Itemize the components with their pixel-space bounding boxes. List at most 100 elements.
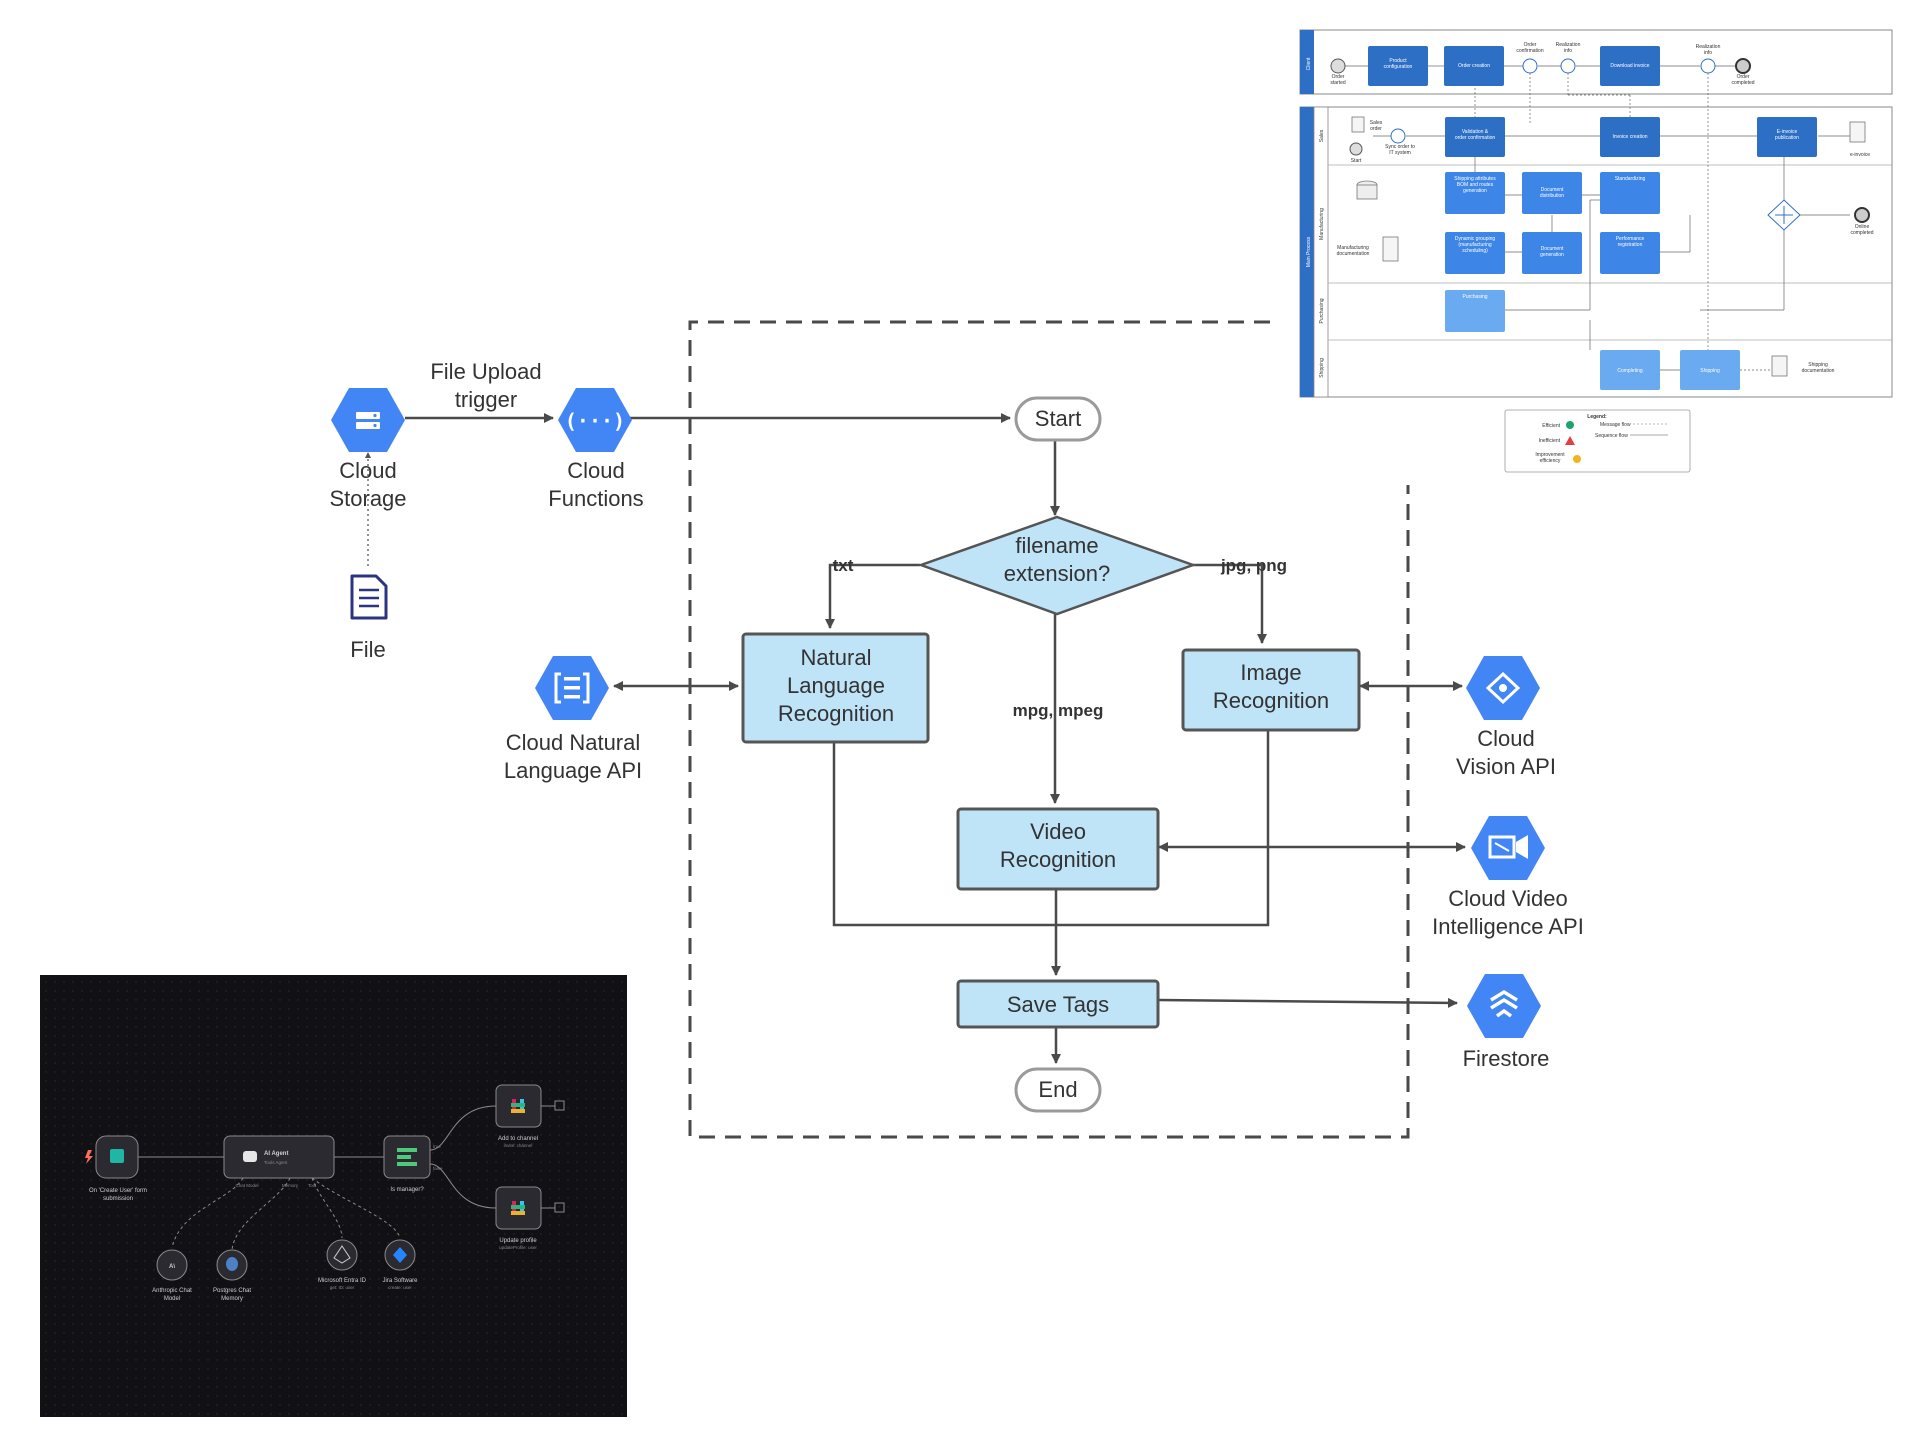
svg-text:Inefficient: Inefficient bbox=[1539, 438, 1561, 444]
firestore-label: Firestore bbox=[1463, 1046, 1550, 1071]
save-tags-label: Save Tags bbox=[1007, 992, 1109, 1017]
n8n-entra-label: Microsoft Entra ID bbox=[318, 1278, 367, 1284]
n8n-jira-label: Jira Software bbox=[382, 1278, 418, 1284]
video-intelligence-api-icon[interactable] bbox=[1471, 816, 1545, 880]
n8n-update-profile-node[interactable]: Update profile updateProfile: user bbox=[495, 1186, 565, 1250]
n8n-add-channel-label: Add to channel bbox=[498, 1136, 538, 1142]
save-tags-process[interactable]: Save Tags bbox=[956, 979, 1160, 1029]
n8n-ai-agent-node[interactable]: AI Agent Tools Agent Chat Model Memory T… bbox=[223, 1135, 335, 1188]
natural-language-api-icon[interactable] bbox=[535, 656, 609, 720]
bpmn-legend: Legend: Efficient Inefficient Improvemen… bbox=[1504, 409, 1691, 473]
branch-txt-label: txt bbox=[833, 556, 854, 575]
bpmn-doc-einvoice: e-invoice bbox=[1850, 152, 1870, 158]
bpmn-task-order-creation: Order creation bbox=[1458, 63, 1490, 69]
svg-text:A\: A\ bbox=[169, 1264, 175, 1270]
n8n-add-channel-node[interactable]: Add to channel invite: channel bbox=[495, 1084, 565, 1148]
nlr-to-save-connector bbox=[832, 742, 1056, 927]
branch-img-label: jpg, png bbox=[1220, 556, 1287, 575]
branch-video-label: mpg, mpeg bbox=[1013, 701, 1104, 720]
svg-text:Chat Model: Chat Model bbox=[235, 1183, 258, 1188]
firestore-icon[interactable] bbox=[1467, 974, 1541, 1038]
bpmn-lane-shipping: Shipping bbox=[1319, 358, 1325, 378]
svg-text:create: user: create: user bbox=[388, 1285, 412, 1290]
svg-text:Sequence flow: Sequence flow bbox=[1595, 433, 1628, 439]
n8n-switch-node[interactable]: true false Is manager? bbox=[383, 1135, 443, 1193]
bpmn-start: Start bbox=[1351, 158, 1362, 164]
svg-text:Tool: Tool bbox=[308, 1183, 316, 1188]
start-terminal[interactable]: Start bbox=[1014, 396, 1102, 442]
svg-text:get: ID: user: get: ID: user bbox=[330, 1285, 355, 1290]
svg-text:(···): (···) bbox=[565, 409, 625, 433]
bpmn-task-invoice-creation: Invoice creation bbox=[1612, 134, 1647, 140]
vision-api-icon[interactable] bbox=[1466, 656, 1540, 720]
cloud-functions-icon[interactable]: (···) bbox=[558, 388, 632, 452]
bpmn-lane-client: Client bbox=[1306, 57, 1312, 70]
svg-text:true: true bbox=[433, 1144, 441, 1149]
end-terminal[interactable]: End bbox=[1014, 1067, 1102, 1113]
bpmn-task-purchasing: Purchasing bbox=[1462, 294, 1487, 300]
n8n-jira-node[interactable]: Jira Software create: user bbox=[382, 1239, 418, 1290]
svg-text:false: false bbox=[433, 1166, 443, 1171]
n8n-update-profile-label: Update profile bbox=[499, 1238, 537, 1244]
bpmn-task-download-invoice: Download invoice bbox=[1610, 63, 1649, 69]
svg-text:Memory: Memory bbox=[282, 1183, 299, 1188]
start-label: Start bbox=[1035, 406, 1081, 431]
svg-text:updateProfile: user: updateProfile: user bbox=[499, 1245, 537, 1250]
end-label: End bbox=[1038, 1077, 1077, 1102]
img-branch-arrow bbox=[1190, 563, 1267, 644]
svg-text:invite: channel: invite: channel bbox=[504, 1143, 533, 1148]
bpmn-lane-sales: Sales bbox=[1319, 129, 1325, 142]
bpmn-process-map: Client Main Process Sales Manufacturing … bbox=[1299, 29, 1893, 473]
txt-branch-arrow bbox=[825, 563, 920, 629]
file-icon[interactable] bbox=[350, 574, 388, 620]
n8n-switch-label: Is manager? bbox=[390, 1187, 424, 1193]
svg-text:AI Agent: AI Agent bbox=[264, 1151, 288, 1157]
n8n-entra-node[interactable]: Microsoft Entra ID get: ID: user bbox=[318, 1239, 367, 1290]
svg-text:Tools Agent: Tools Agent bbox=[264, 1160, 288, 1165]
bpmn-task-shipping: Shipping bbox=[1700, 368, 1720, 374]
svg-text:Efficient: Efficient bbox=[1542, 423, 1560, 429]
cloud-storage-icon[interactable] bbox=[331, 388, 405, 452]
bpmn-tasks bbox=[1368, 46, 1817, 390]
